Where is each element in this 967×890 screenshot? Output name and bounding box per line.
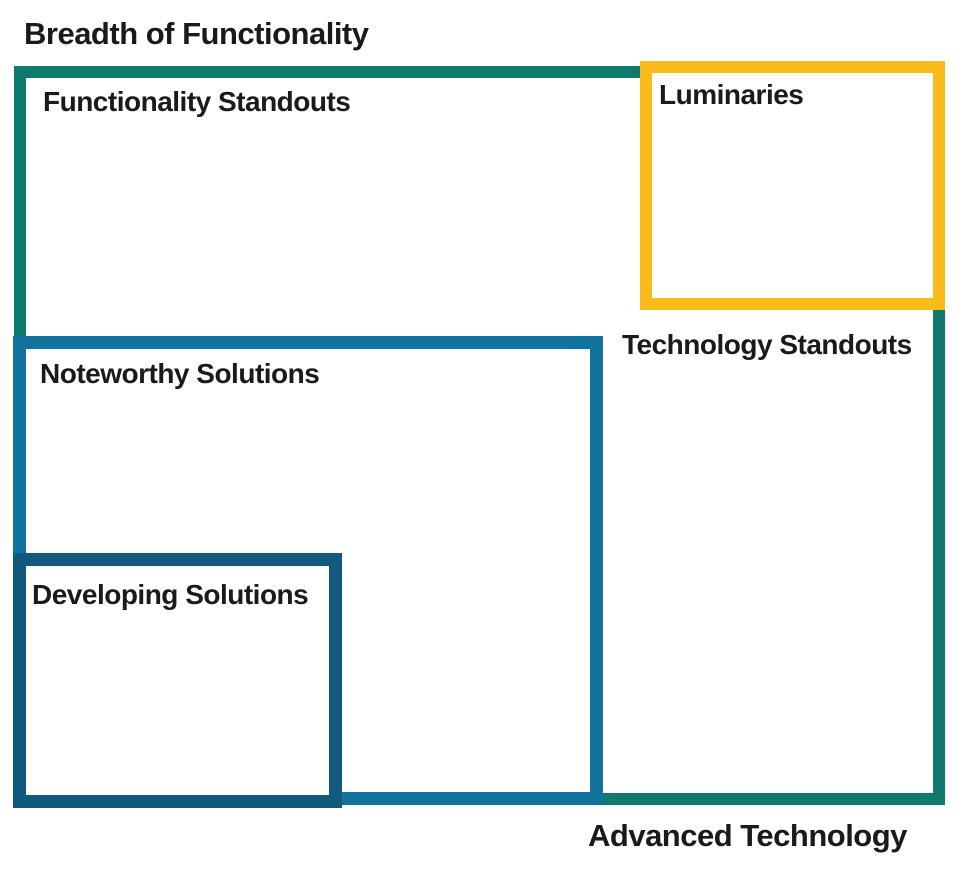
x-axis-title: Advanced Technology — [588, 818, 907, 853]
developing-solutions-label: Developing Solutions — [32, 579, 309, 610]
noteworthy-solutions-label: Noteworthy Solutions — [40, 358, 320, 389]
y-axis-title: Breadth of Functionality — [24, 16, 369, 51]
functionality-standouts-label: Functionality Standouts — [43, 86, 351, 117]
luminaries-box — [640, 61, 945, 310]
luminaries-label: Luminaries — [659, 79, 804, 110]
developing-solutions-box — [13, 553, 342, 808]
technology-standouts-label: Technology Standouts — [622, 329, 912, 360]
